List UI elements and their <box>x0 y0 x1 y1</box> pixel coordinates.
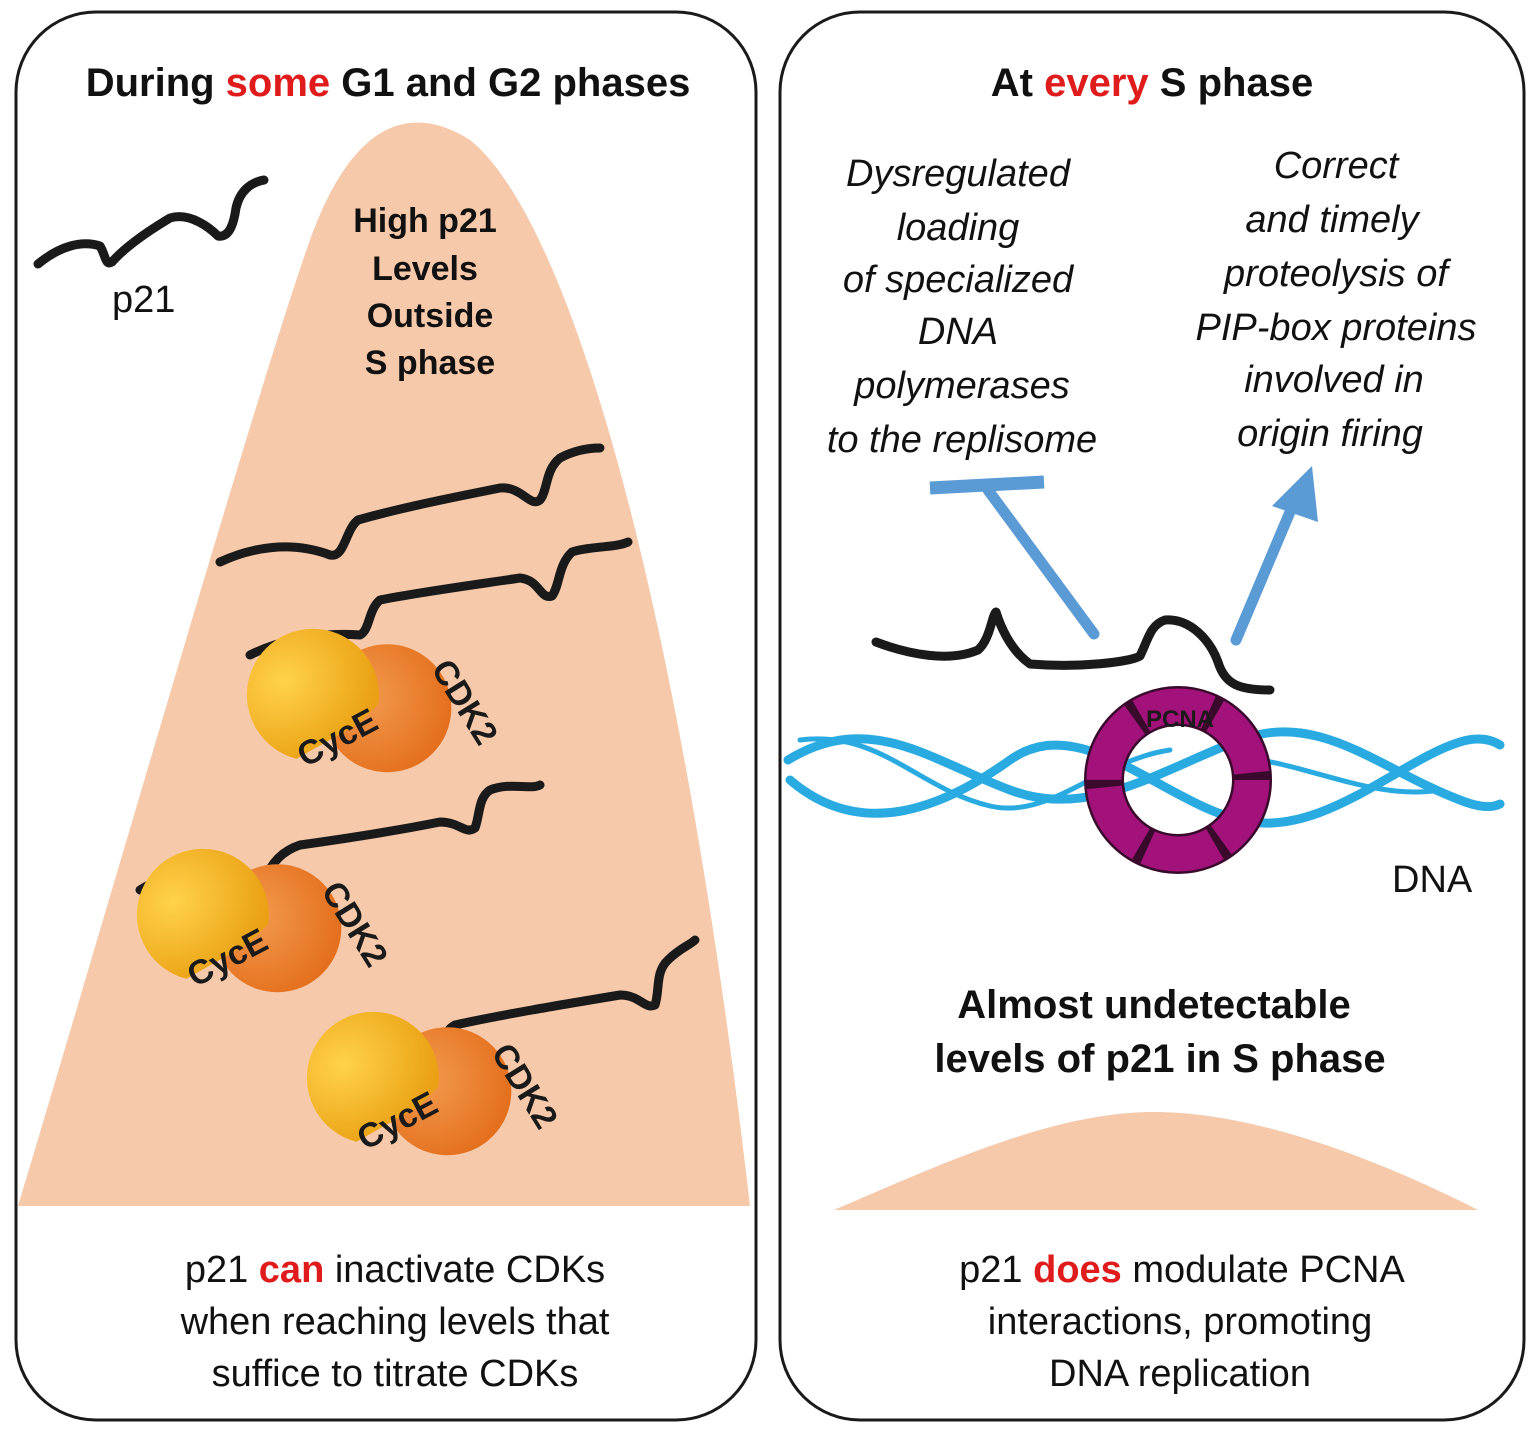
svg-text:Dysregulated: Dysregulated <box>846 153 1072 195</box>
svg-text:proteolysis of: proteolysis of <box>1223 253 1451 295</box>
svg-text:polymerases: polymerases <box>853 365 1069 407</box>
dna-label: DNA <box>1392 859 1473 901</box>
svg-text:Outside: Outside <box>367 297 494 335</box>
svg-text:involved in: involved in <box>1244 359 1424 401</box>
left-title-highlight: some <box>226 61 331 105</box>
svg-text:origin firing: origin firing <box>1237 413 1423 455</box>
svg-text:High p21: High p21 <box>353 202 497 240</box>
p21-molecule <box>245 537 633 660</box>
pcna-ring <box>1084 686 1272 874</box>
svg-text:PIP-box proteins: PIP-box proteins <box>1196 307 1477 349</box>
svg-text:suffice to titrate CDKs: suffice to titrate CDKs <box>212 1353 579 1395</box>
pcna-label: PCNA <box>1146 706 1214 733</box>
svg-text:Correct: Correct <box>1274 145 1400 187</box>
svg-text:of specialized: of specialized <box>843 259 1075 301</box>
inhibited-process-text: Dysregulated loading of specialized DNA … <box>827 153 1097 461</box>
svg-text:and timely: and timely <box>1245 199 1420 241</box>
right-panel-title: At every S phase <box>991 61 1313 105</box>
svg-text:to the replisome: to the replisome <box>827 419 1097 461</box>
svg-text:DNA: DNA <box>918 311 998 353</box>
low-level-label: Almost undetectable levels of p21 in S p… <box>934 983 1385 1081</box>
p21-molecule-bound <box>871 607 1275 695</box>
left-panel: During some G1 and G2 phases p21 High p2… <box>14 10 758 1422</box>
promoted-process-text: Correct and timely proteolysis of PIP-bo… <box>1196 145 1477 455</box>
svg-text:p21 does modulate PCNA: p21 does modulate PCNA <box>959 1249 1405 1291</box>
svg-text:DNA replication: DNA replication <box>1049 1353 1311 1395</box>
svg-text:p21 can inactivate CDKs: p21 can inactivate CDKs <box>185 1249 605 1291</box>
svg-text:interactions, promoting: interactions, promoting <box>988 1301 1372 1343</box>
right-caption: p21 does modulate PCNA interactions, pro… <box>959 1249 1405 1395</box>
svg-text:Almost undetectable: Almost undetectable <box>957 983 1350 1027</box>
p21-molecule <box>215 443 605 567</box>
right-panel: At every S phase Dysregulated loading of… <box>778 10 1526 1422</box>
right-title-highlight: every <box>1044 61 1149 105</box>
left-caption: p21 can inactivate CDKs when reaching le… <box>180 1249 610 1395</box>
low-p21-level-curve <box>834 1111 1478 1210</box>
left-panel-title: During some G1 and G2 phases <box>86 61 691 105</box>
svg-text:loading: loading <box>897 207 1020 249</box>
svg-text:S phase: S phase <box>365 344 495 382</box>
p21-legend-squiggle <box>33 175 269 269</box>
svg-text:Levels: Levels <box>372 250 478 288</box>
p21-legend-label: p21 <box>112 279 175 321</box>
promotion-arrow <box>1230 466 1318 646</box>
svg-text:levels of p21 in S phase: levels of p21 in S phase <box>934 1037 1385 1081</box>
inhibition-bar <box>929 475 1100 640</box>
peak-label: High p21 Levels Outside S phase <box>353 202 497 382</box>
svg-text:when reaching levels that: when reaching levels that <box>180 1301 610 1343</box>
